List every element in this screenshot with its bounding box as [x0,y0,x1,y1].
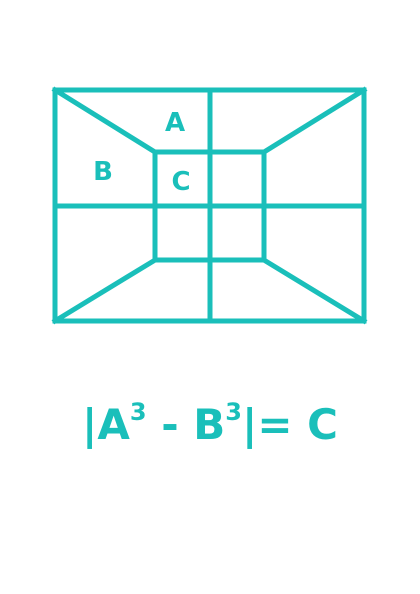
formula-exponent-b: 3 [225,398,242,426]
diagonal-bottom-right [260,256,368,325]
formula-equals: = [257,400,308,449]
region-label-a: A [165,108,185,138]
formula-bar-open: | [82,400,98,449]
formula-bar-close: | [241,400,258,449]
formula-minus: - [146,400,194,449]
formula-exponent-a: 3 [129,398,147,426]
formula: |A3 - B3|= C [0,395,420,455]
region-label-c: C [171,167,190,197]
formula-base-b: B [193,400,226,449]
formula-base-a: A [97,400,130,449]
diagram-lines [51,86,368,325]
diagonal-top-left [51,86,159,156]
region-label-b: B [93,157,113,187]
diagonal-top-right [260,86,368,156]
formula-result: C [307,400,338,449]
diagonal-bottom-left [51,256,159,325]
